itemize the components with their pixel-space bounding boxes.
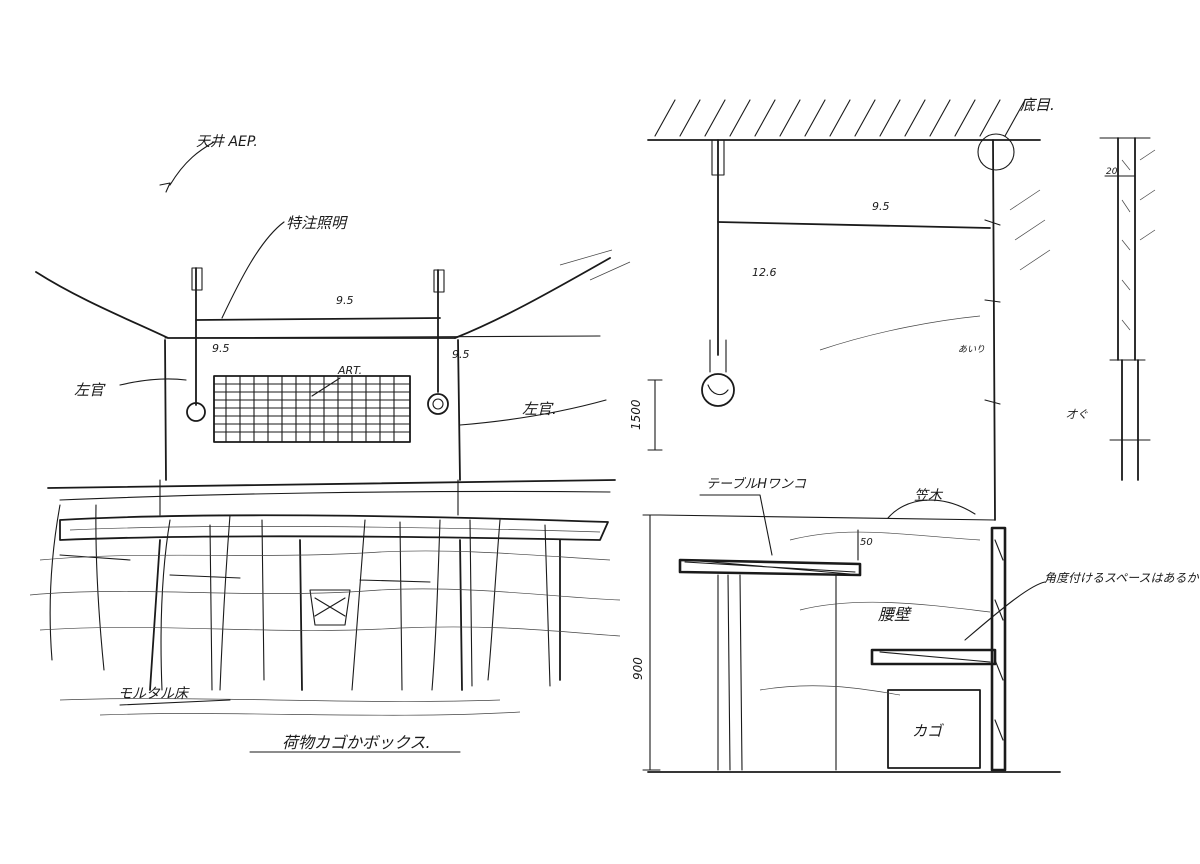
basket-box <box>887 689 981 769</box>
side-label-2: 才ぐ <box>1066 408 1088 421</box>
basket-label: カゴ <box>912 722 944 740</box>
art-grid <box>213 375 411 443</box>
wall-right-label: 左官. <box>522 400 557 418</box>
table-section-top <box>678 558 862 577</box>
dim-pendant-label: 12.6 <box>752 266 777 279</box>
dim-line-900 <box>642 514 661 771</box>
dim-overhang-label: 50 <box>860 537 873 548</box>
dim-900-label: 900 <box>631 657 645 680</box>
dim-pipe-top-label: 9.5 <box>336 294 354 307</box>
pendant-arm <box>717 221 991 229</box>
dim-rod-label: 9.5 <box>872 200 890 213</box>
detail-callout-circle <box>977 133 1015 171</box>
back-wall-right-edge <box>457 339 461 481</box>
detail-label: 底目. <box>1020 96 1055 114</box>
table-label: テーブルHワンコ <box>706 476 807 492</box>
table-top <box>59 514 609 541</box>
ceiling-note-label: 天井 AEP. <box>196 134 258 150</box>
wall-detail-strip <box>1099 137 1156 481</box>
side-label-1: あいり <box>958 344 985 355</box>
back-counter-top <box>47 479 616 489</box>
waist-wall-label: 腰壁 <box>878 605 912 624</box>
basket-sketch <box>309 589 351 626</box>
dim-1500-label: 1500 <box>629 399 643 430</box>
small-note-label: 20 <box>1106 167 1118 177</box>
baggage-label: 荷物カゴかボックス. <box>282 733 431 752</box>
counter-wall <box>990 526 1007 772</box>
art-label: ART. <box>337 364 362 377</box>
ceiling-edge-right <box>454 257 611 339</box>
pendant-light-left <box>186 402 206 422</box>
counter-shelf <box>870 648 997 666</box>
pendant-light-right <box>427 393 449 415</box>
pendant-bar <box>195 317 441 321</box>
pendant-globe <box>701 373 735 407</box>
dim-line-1500 <box>647 379 663 451</box>
back-wall-left-edge <box>164 339 167 481</box>
right-section-sketch: 底目. 9.5 12.6 1500 テーブルHワンコ 50 笠木 角度付けるスペ… <box>629 96 1200 773</box>
dim-pipe-right-label: 9.5 <box>452 348 470 361</box>
section-wall <box>992 139 996 521</box>
wall-left-label: 左官 <box>74 381 106 399</box>
dim-pipe-left-label: 9.5 <box>212 342 230 355</box>
lighting-label: 特注照明 <box>286 214 348 232</box>
counter-top-label: 笠木 <box>914 488 944 504</box>
angle-note-label: 角度付けるスペースはあるか? <box>1044 571 1200 585</box>
chairs <box>49 504 551 691</box>
floor-label: モルタル床 <box>118 686 190 702</box>
ceiling-edge-left <box>35 271 456 339</box>
left-perspective-sketch: 天井 AEP. 特注照明 9.5 9.5 9.5 ART. 左官 左官. モルタ… <box>29 134 631 753</box>
